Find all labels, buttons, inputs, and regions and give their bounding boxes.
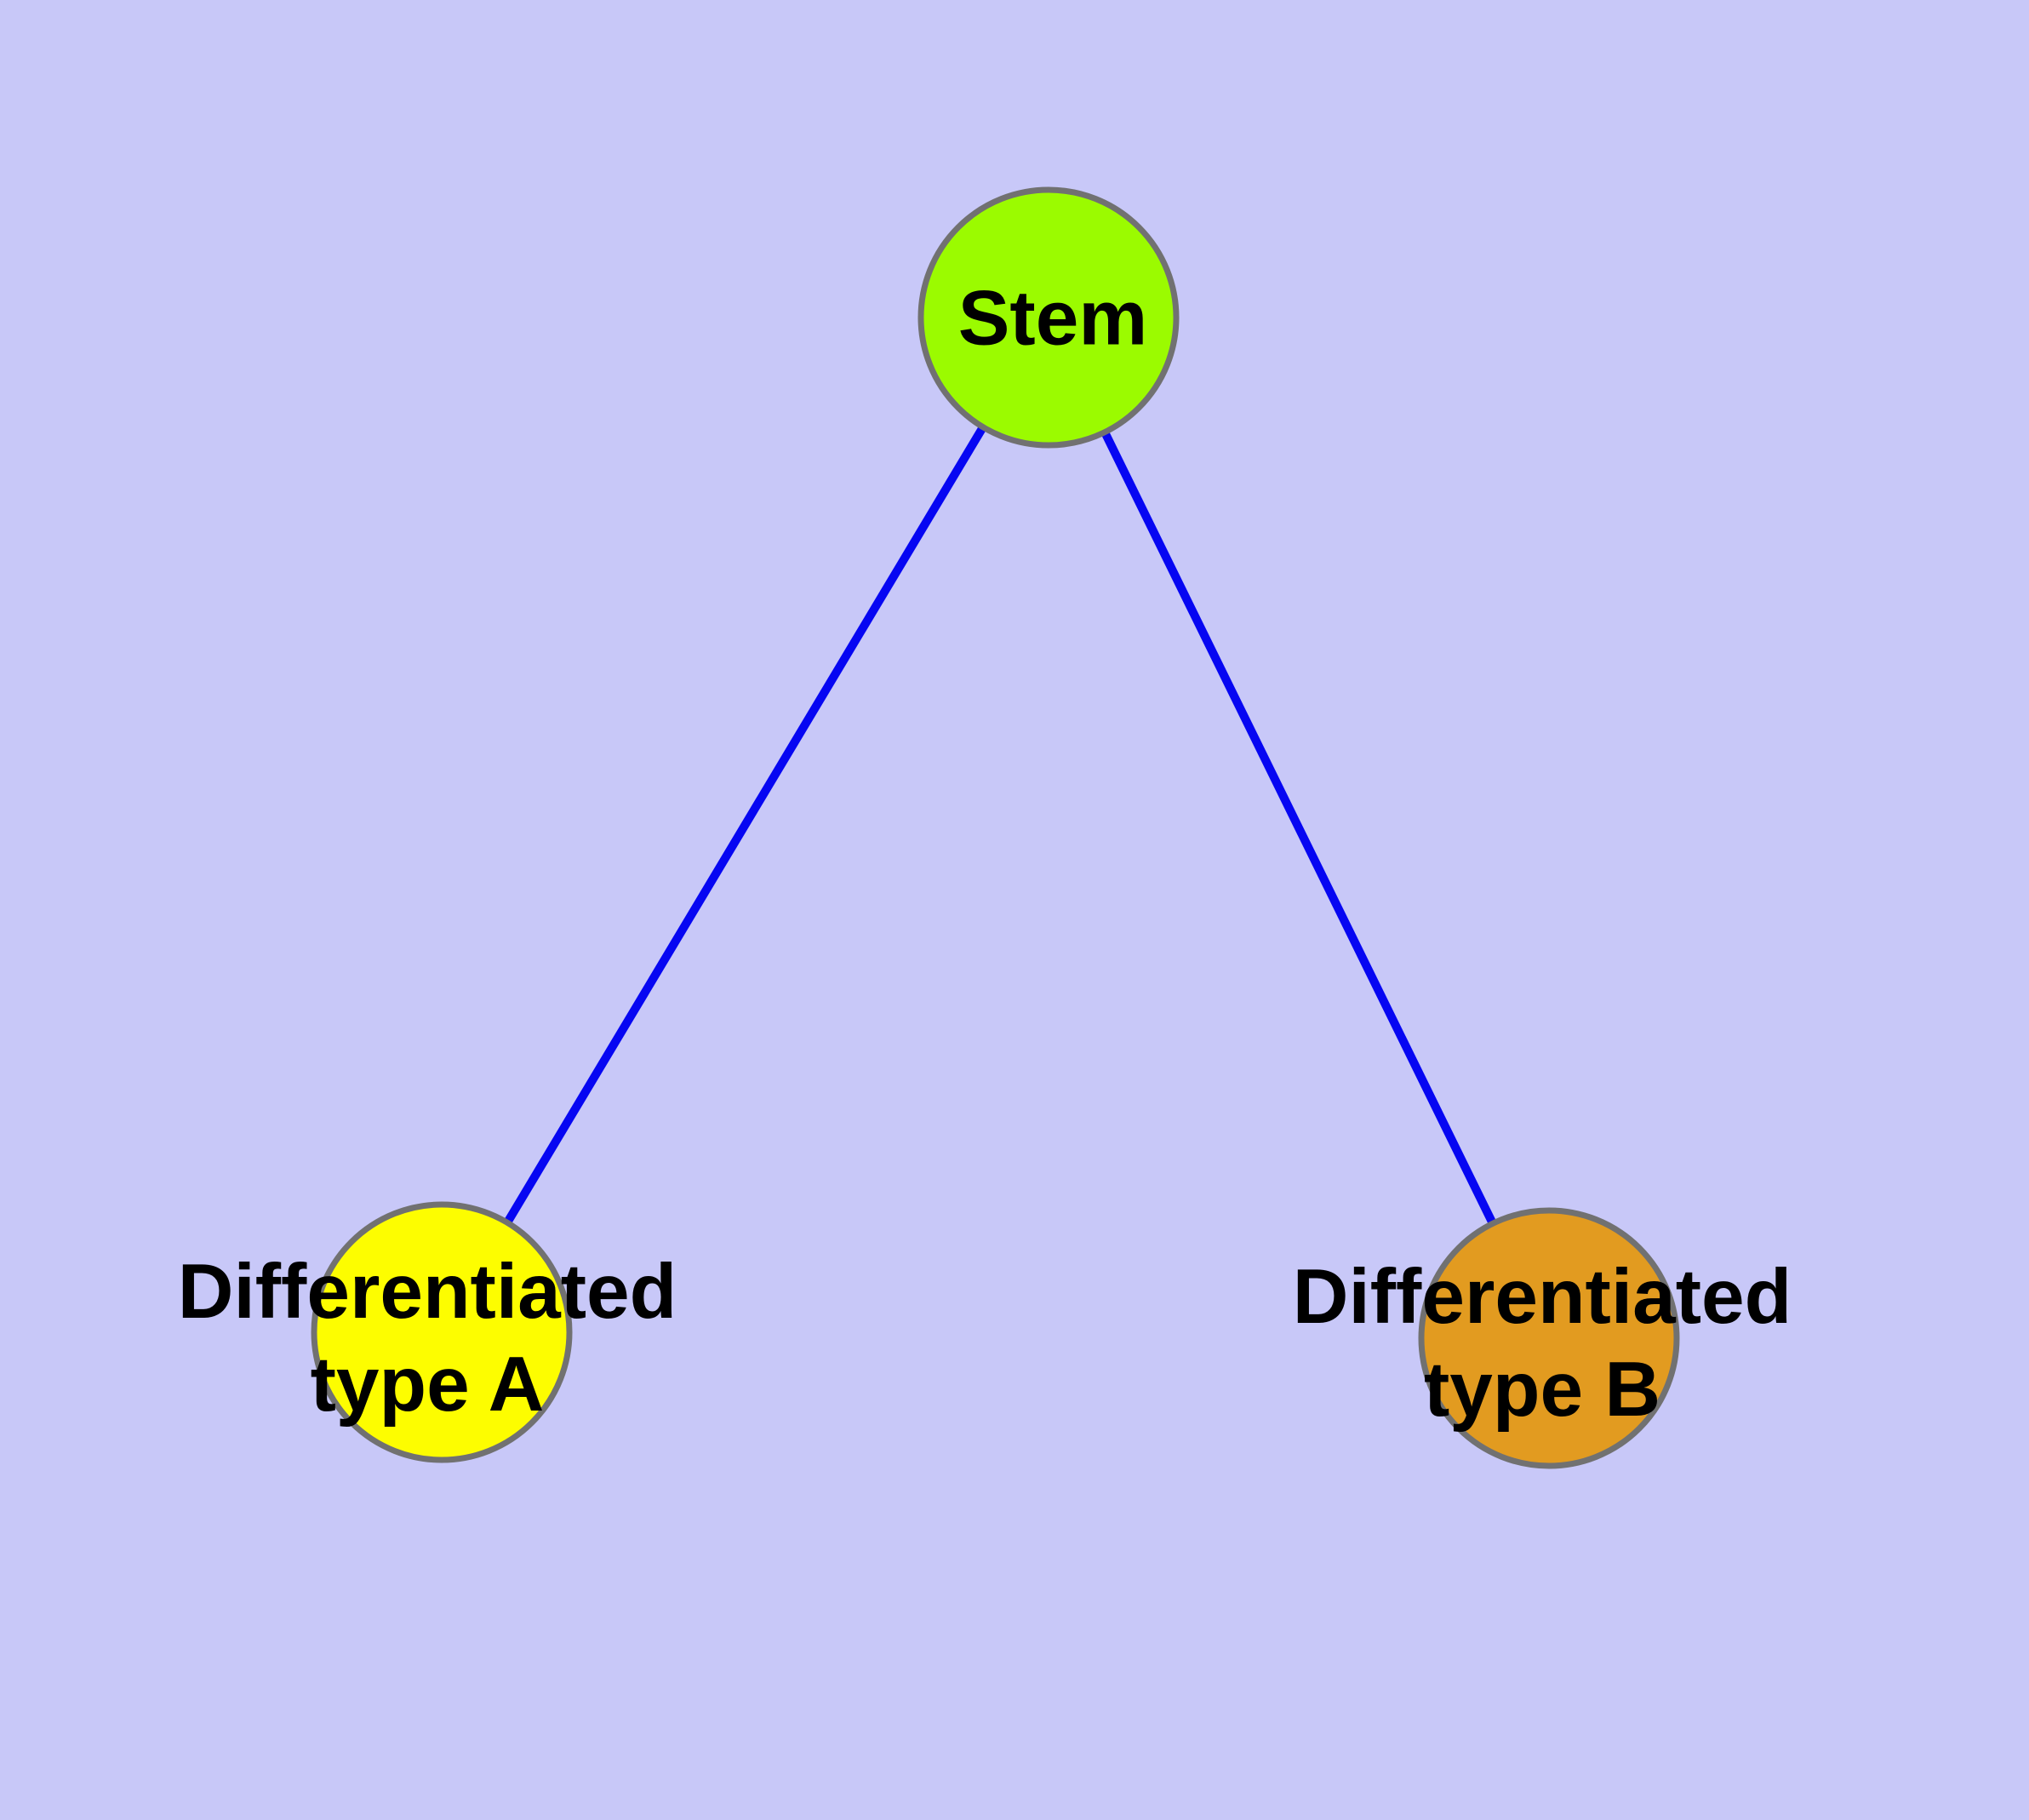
node-stem-label: Stem [957, 275, 1148, 362]
edge-stem-to-type-b [1044, 315, 1553, 1341]
edge-stem-to-type-a [437, 315, 1053, 1335]
node-stem-circle [917, 186, 1180, 449]
node-type-b-label: Differentiated type B [1292, 1253, 1792, 1433]
node-type-a-label: Differentiated type A [177, 1248, 677, 1428]
node-type-b-circle [1418, 1207, 1680, 1469]
node-type-a-circle [311, 1201, 573, 1463]
